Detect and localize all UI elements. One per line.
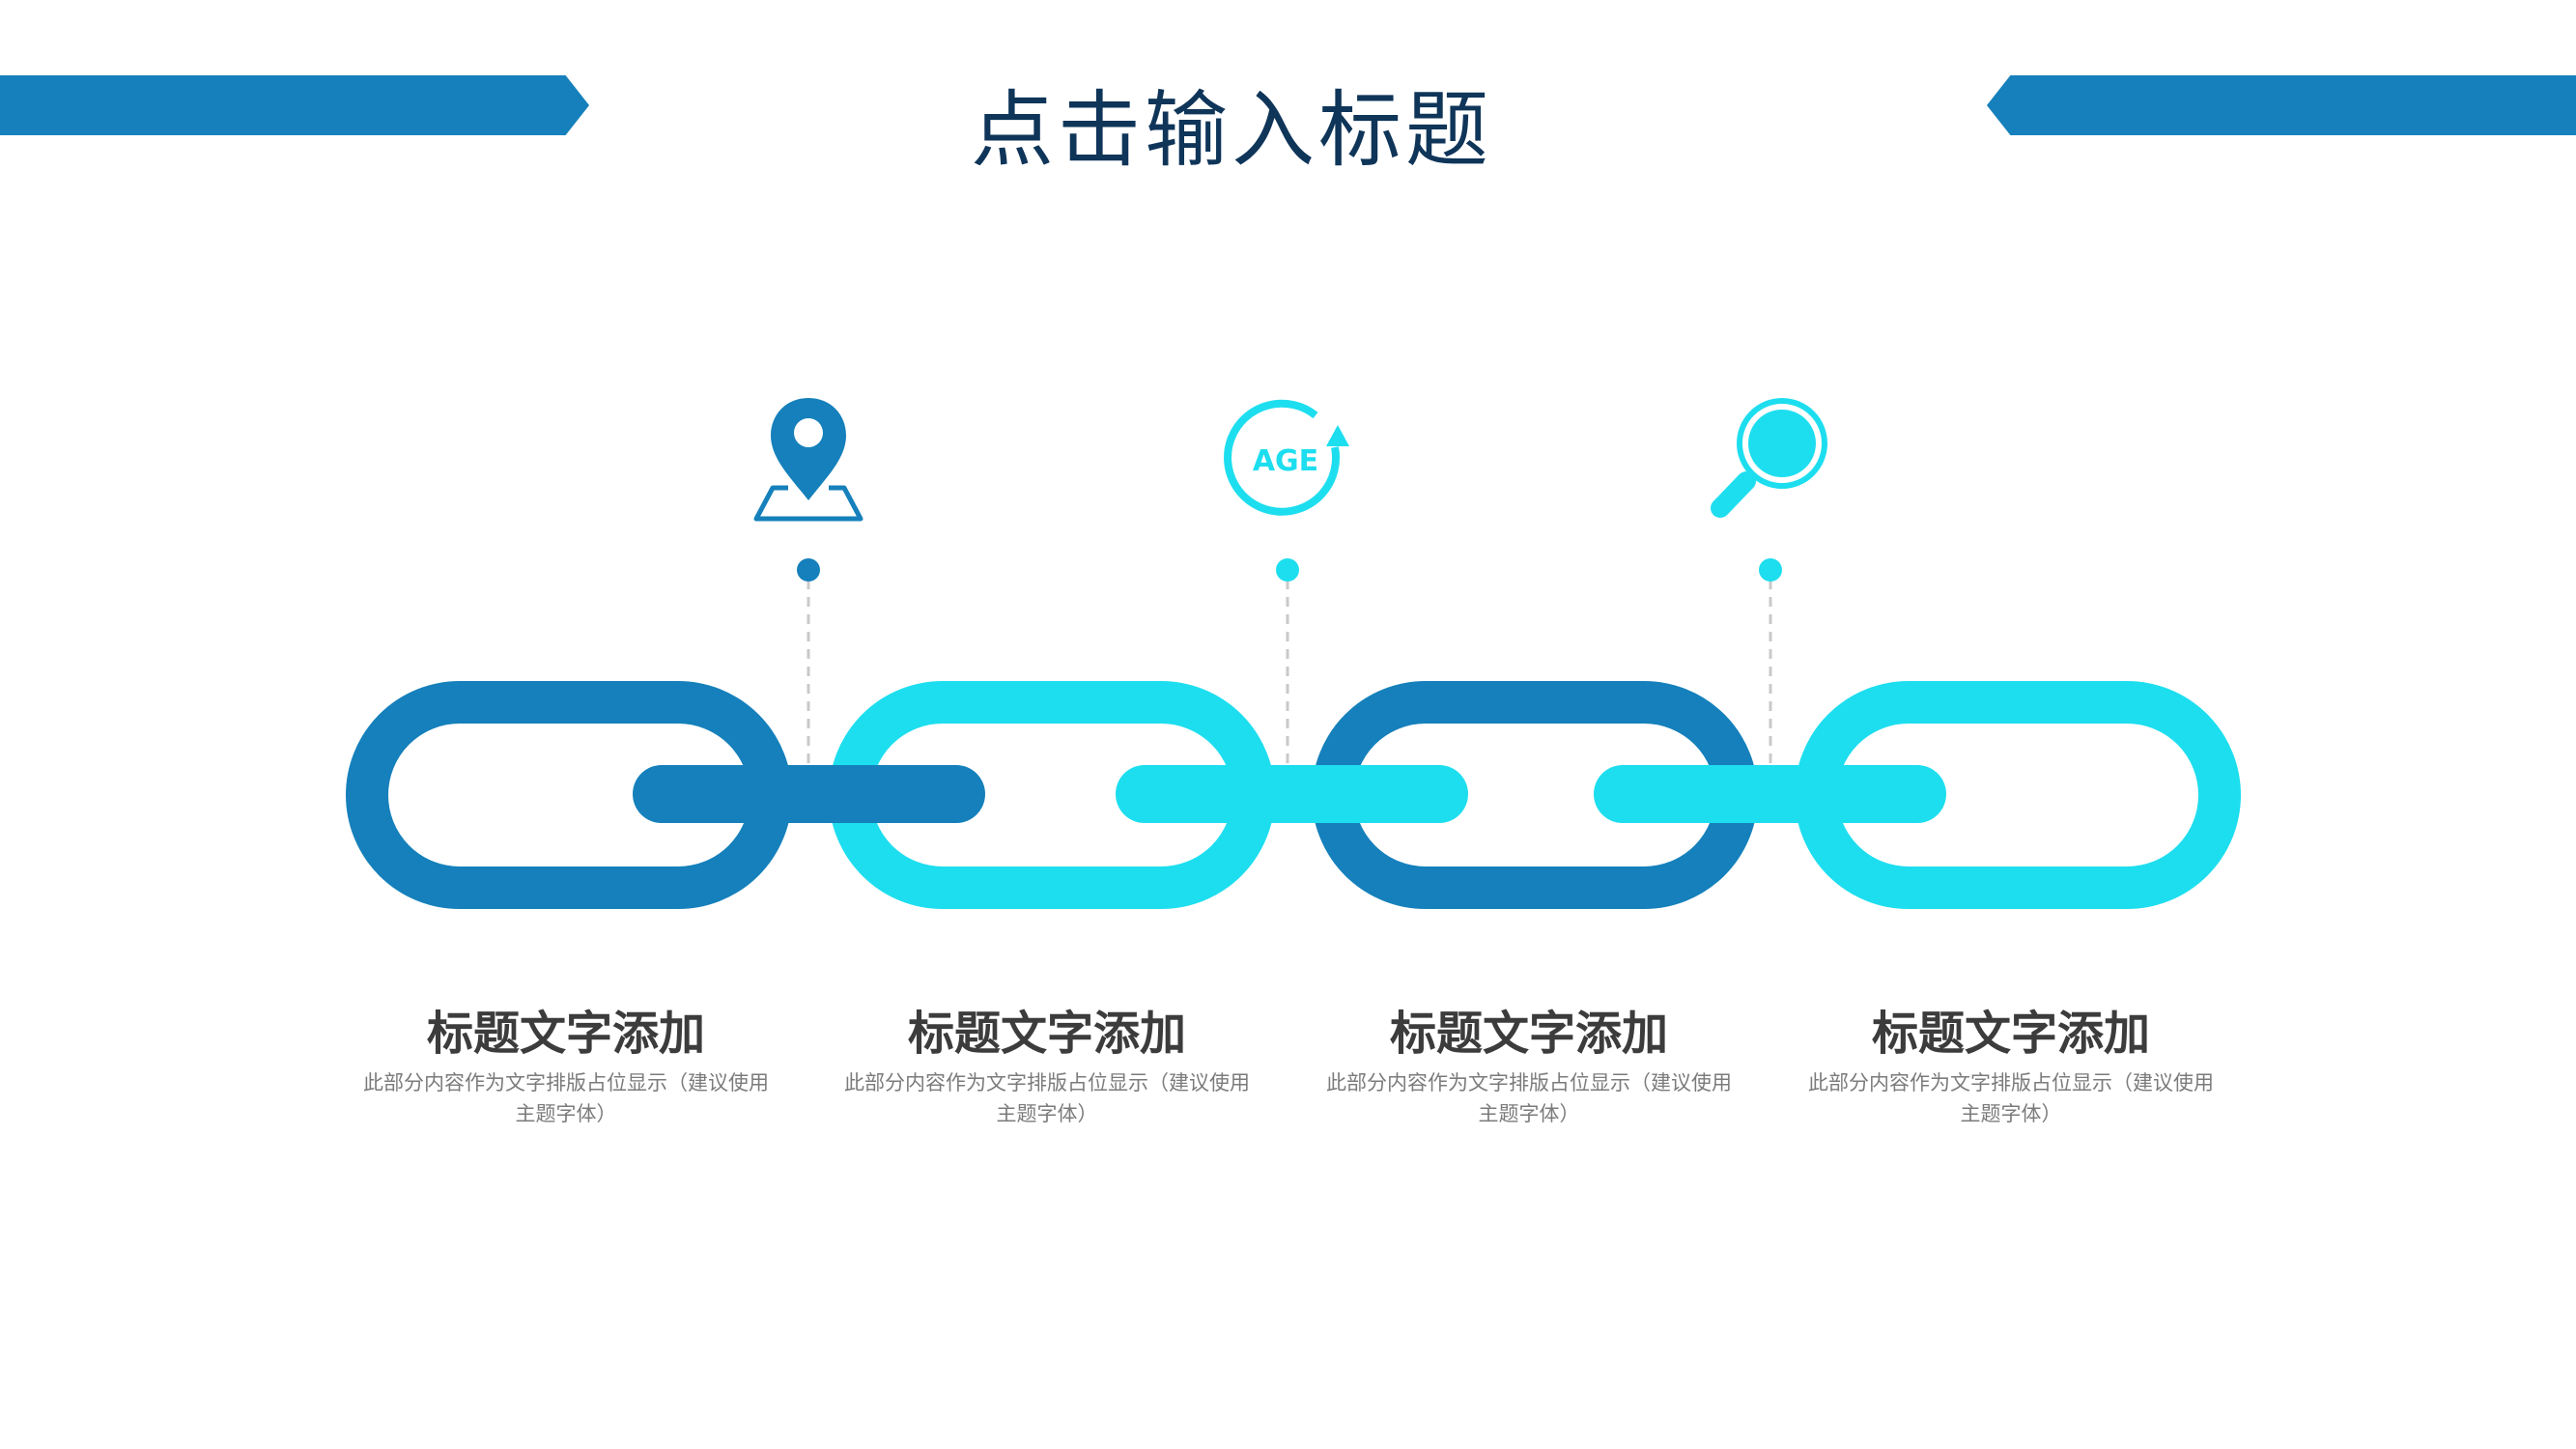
item-4-desc-line1: 此部分内容作为文字排版占位显示（建议使用 [1808, 1071, 2214, 1094]
item-4-title[interactable]: 标题文字添加 [1871, 1007, 2150, 1061]
item-2-title[interactable]: 标题文字添加 [907, 1007, 1186, 1061]
item-2-desc-line2: 主题字体） [996, 1102, 1098, 1125]
chain-bar-2 [1116, 765, 1468, 823]
connector-dot-2 [1276, 558, 1299, 582]
connector-dot-3 [1759, 558, 1782, 582]
item-3-desc-line1: 此部分内容作为文字排版占位显示（建议使用 [1326, 1071, 1732, 1094]
svg-text:AGE: AGE [1253, 444, 1318, 478]
chain-bar-1 [633, 765, 985, 823]
connector-dot-1 [797, 558, 820, 582]
item-4-description[interactable]: 此部分内容作为文字排版占位显示（建议使用 主题字体） [1784, 1067, 2238, 1129]
map-pin-icon [753, 398, 863, 522]
item-2-desc-line1: 此部分内容作为文字排版占位显示（建议使用 [844, 1071, 1250, 1094]
item-1-title[interactable]: 标题文字添加 [426, 1007, 705, 1061]
item-1-description[interactable]: 此部分内容作为文字排版占位显示（建议使用 主题字体） [339, 1067, 793, 1129]
item-1-desc-line1: 此部分内容作为文字排版占位显示（建议使用 [363, 1071, 769, 1094]
item-1-desc-line2: 主题字体） [515, 1102, 617, 1125]
chain-bar-3 [1594, 765, 1946, 823]
right-banner-bar [1987, 75, 2576, 135]
page-title[interactable]: 点击输入标题 [971, 82, 1492, 179]
item-2-description[interactable]: 此部分内容作为文字排版占位显示（建议使用 主题字体） [820, 1067, 1274, 1129]
item-3-title[interactable]: 标题文字添加 [1389, 1007, 1668, 1061]
item-3-description[interactable]: 此部分内容作为文字排版占位显示（建议使用 主题字体） [1302, 1067, 1756, 1129]
magnifier-icon [1711, 398, 1827, 518]
item-4-desc-line2: 主题字体） [1960, 1102, 2062, 1125]
age-cycle-icon: AGE [1224, 399, 1349, 516]
left-banner-bar [0, 75, 589, 135]
item-3-desc-line2: 主题字体） [1478, 1102, 1580, 1125]
